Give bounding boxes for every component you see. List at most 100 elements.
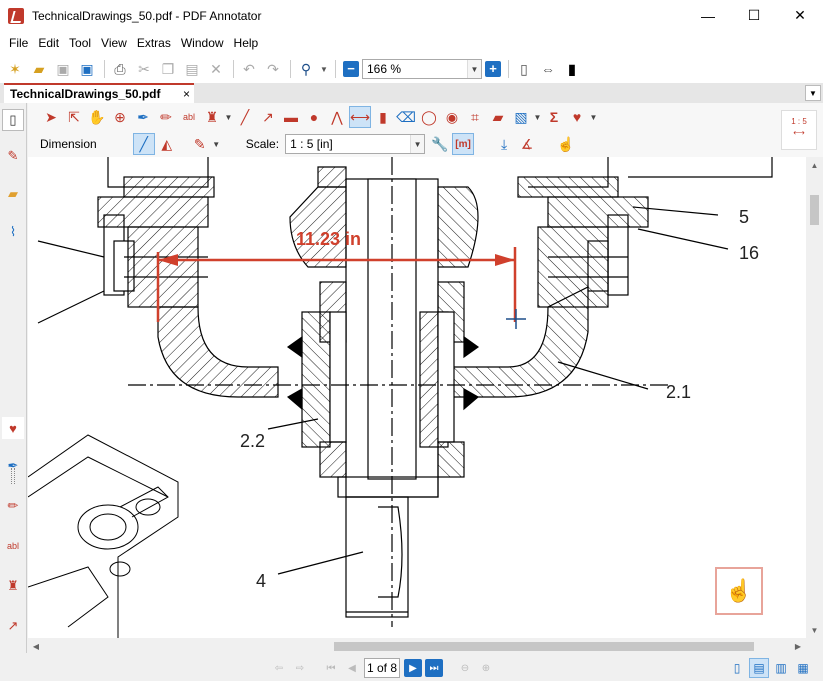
last-page-icon[interactable]: ⏭ (425, 659, 443, 677)
wrench-icon[interactable]: 🔧 (431, 135, 449, 152)
minimize-button[interactable]: — (701, 7, 715, 24)
tab-document[interactable]: TechnicalDrawings_50.pdf × (4, 83, 194, 103)
eraser-tool-icon[interactable]: ⌫ (396, 108, 416, 125)
horizontal-scroll-thumb[interactable] (334, 642, 754, 651)
scroll-left-icon[interactable]: ◀ (32, 642, 40, 651)
menu-edit[interactable]: Edit (38, 36, 60, 50)
chevron-down-icon[interactable]: ▼ (410, 135, 425, 153)
single-page-icon[interactable]: ▯ (520, 60, 528, 77)
typewriter-icon[interactable]: abl (182, 112, 195, 122)
line-style-icon[interactable]: ╱ (132, 133, 155, 155)
camera-tool-icon[interactable]: ◉ (445, 108, 459, 125)
scroll-up-icon[interactable]: ▲ (810, 160, 819, 170)
text-box-icon[interactable]: abl (6, 541, 19, 551)
undo-icon[interactable]: ↶ (243, 60, 255, 77)
menu-file[interactable]: File (9, 36, 29, 50)
two-page-view-icon[interactable]: ▥ (775, 661, 787, 675)
line-tool-icon[interactable]: ╱ (240, 108, 250, 125)
sum-tool-icon[interactable]: Σ (549, 109, 559, 125)
color-dropdown-icon[interactable]: ▼ (212, 139, 221, 149)
stamp-dropdown-icon[interactable]: ▼ (224, 112, 233, 122)
find-icon[interactable]: ⚲ (300, 60, 312, 77)
document-view[interactable]: 5 16 2.1 2.2 4 11.23 in ☝ (28, 157, 806, 638)
next-view-icon[interactable]: ⇨ (295, 662, 305, 674)
first-page-icon[interactable]: ⏮ (326, 662, 336, 674)
save-icon[interactable]: ▣ (56, 60, 70, 77)
arrow-tool-icon[interactable]: ↗ (262, 108, 274, 125)
snap-icon[interactable]: ⤓ (500, 135, 508, 152)
tab-list-dropdown-icon[interactable]: ▼ (805, 85, 821, 101)
text-select-icon[interactable]: ⇱ (68, 108, 80, 125)
scale-select[interactable]: 1 : 5 [in] ▼ (285, 134, 426, 154)
hand-tool-icon[interactable]: ✋ (88, 108, 106, 125)
maximize-button[interactable]: ☐ (747, 7, 761, 23)
page-number-field[interactable]: 1 of 8 (364, 658, 400, 678)
menu-tool[interactable]: Tool (69, 36, 92, 50)
touch-mode-icon[interactable]: ☝ (715, 567, 763, 615)
copy-icon[interactable]: ❐ (161, 60, 175, 77)
zoom-out-icon[interactable]: − (343, 61, 359, 77)
dimension-annotation[interactable]: 11.23 in (156, 229, 517, 322)
history-back-icon[interactable]: ⊖ (460, 662, 470, 674)
scroll-right-icon[interactable]: ▶ (794, 642, 802, 651)
highlighter-tool-icon[interactable]: ▮ (379, 108, 387, 125)
save-as-icon[interactable]: ▣ (80, 60, 94, 77)
attachments-icon[interactable]: ⌇ (9, 224, 17, 239)
two-page-continuous-view-icon[interactable]: ▦ (797, 661, 809, 675)
fill-style-icon[interactable]: ◭ (161, 135, 173, 152)
zoom-select[interactable]: 166 % ▼ (362, 59, 482, 79)
continuous-view-icon[interactable]: ▤ (749, 658, 769, 678)
color-pen-icon[interactable]: ✎ (193, 135, 206, 152)
open-icon[interactable]: ▰ (33, 60, 45, 77)
highlighter-icon[interactable]: ✏ (7, 498, 19, 513)
lasso-tool-icon[interactable]: ◯ (421, 108, 437, 125)
dimension-tool-icon[interactable]: ⟷ (349, 106, 371, 128)
menu-view[interactable]: View (101, 36, 127, 50)
angle-icon[interactable]: ∡ (520, 135, 534, 152)
paste-icon[interactable]: ▤ (185, 60, 199, 77)
polyline-tool-icon[interactable]: ⋀ (331, 108, 343, 125)
magnifier-icon[interactable]: ⊕ (114, 108, 126, 125)
horizontal-scrollbar[interactable]: ◀ ▶ (28, 638, 806, 655)
select-icon[interactable]: ➤ (45, 108, 57, 125)
vertical-scroll-thumb[interactable] (810, 195, 819, 225)
menu-extras[interactable]: Extras (136, 36, 171, 50)
crop-tool-icon[interactable]: ⌗ (471, 108, 479, 125)
previous-page-icon[interactable]: ◀ (348, 662, 356, 674)
page-thumbnails-icon[interactable]: ▯ (2, 109, 24, 131)
delete-icon[interactable]: ✕ (210, 60, 222, 77)
annotations-icon[interactable]: ✎ (7, 148, 19, 163)
chevron-down-icon[interactable]: ▼ (467, 60, 481, 78)
pen-tool-icon[interactable]: ✒ (137, 108, 149, 125)
favorites-heart-icon[interactable]: ♥ (572, 109, 582, 125)
next-page-icon[interactable]: ▶ (404, 659, 422, 677)
pen-icon[interactable]: ✒ (7, 458, 19, 473)
close-button[interactable]: ✕ (794, 7, 806, 23)
favorites-icon[interactable]: ♥ (2, 417, 24, 439)
stamp-tool-icon[interactable]: ♜ (205, 108, 219, 125)
image-dropdown-icon[interactable]: ▼ (533, 112, 542, 122)
stamp-icon[interactable]: ♜ (7, 578, 19, 593)
scroll-down-icon[interactable]: ▼ (810, 625, 819, 635)
bookmarks-icon[interactable]: ▰ (8, 186, 18, 201)
tab-close-button[interactable]: × (182, 87, 190, 101)
fit-width-icon[interactable]: ⇔ (541, 61, 555, 77)
vertical-scrollbar[interactable]: ▲ ▼ (806, 157, 823, 638)
rectangle-tool-icon[interactable]: ▬ (284, 109, 298, 125)
menu-window[interactable]: Window (180, 36, 224, 50)
print-icon[interactable]: ⎙ (114, 60, 126, 77)
find-dropdown-icon[interactable]: ▼ (320, 64, 328, 74)
sidebar-resize-handle[interactable] (11, 468, 15, 484)
redo-icon[interactable]: ↷ (267, 60, 279, 77)
single-page-view-icon[interactable]: ▯ (733, 661, 741, 675)
arrow-tool-icon[interactable]: ↗ (7, 618, 19, 633)
ellipse-tool-icon[interactable]: ● (309, 109, 319, 125)
new-icon[interactable]: ✶ (9, 60, 21, 77)
previous-view-icon[interactable]: ⇦ (274, 662, 284, 674)
zoom-in-icon[interactable]: + (485, 61, 501, 77)
menu-help[interactable]: Help (233, 36, 259, 50)
unit-toggle[interactable]: [m] (452, 133, 475, 155)
cut-icon[interactable]: ✂ (138, 60, 150, 77)
image-tool-icon[interactable]: ▧ (514, 108, 528, 125)
hand-annotate-icon[interactable]: ☝ (557, 135, 575, 152)
